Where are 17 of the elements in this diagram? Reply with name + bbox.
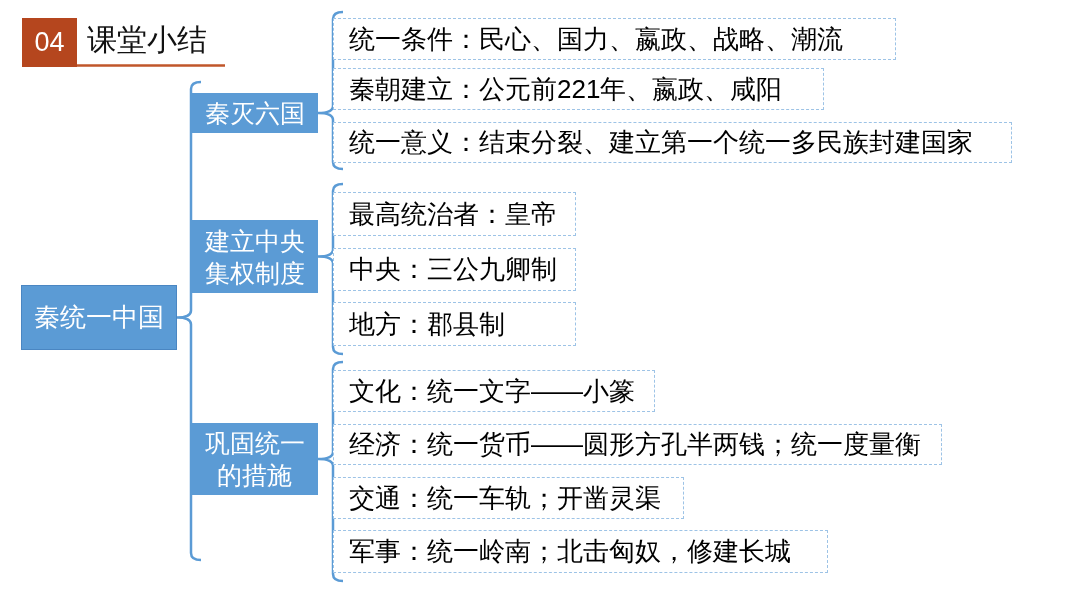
heading: 课堂小结 — [87, 22, 207, 58]
root-box: 秦统一中国 — [21, 285, 177, 350]
point-box: 最高统治者：皇帝 — [333, 192, 576, 236]
topic-box: 巩固统一的措施 — [191, 423, 318, 495]
point-box: 交通：统一车轨；开凿灵渠 — [333, 477, 684, 519]
point-box: 军事：统一岭南；北击匈奴，修建长城 — [333, 530, 828, 573]
topic-box: 建立中央集权制度 — [191, 220, 318, 293]
topic-box: 秦灭六国 — [191, 93, 318, 133]
point-box: 秦朝建立：公元前221年、嬴政、咸阳 — [333, 68, 824, 110]
brace — [175, 80, 202, 562]
point-box: 统一条件：民心、国力、嬴政、战略、潮流 — [333, 18, 896, 60]
point-box: 地方：郡县制 — [333, 302, 576, 346]
point-box: 中央：三公九卿制 — [333, 248, 576, 291]
point-box: 统一意义：结束分裂、建立第一个统一多民族封建国家 — [333, 122, 1012, 163]
point-box: 文化：统一文字——小篆 — [333, 370, 655, 412]
number-badge: 04 — [22, 18, 77, 67]
point-box: 经济：统一货币——圆形方孔半两钱；统一度量衡 — [333, 424, 942, 465]
